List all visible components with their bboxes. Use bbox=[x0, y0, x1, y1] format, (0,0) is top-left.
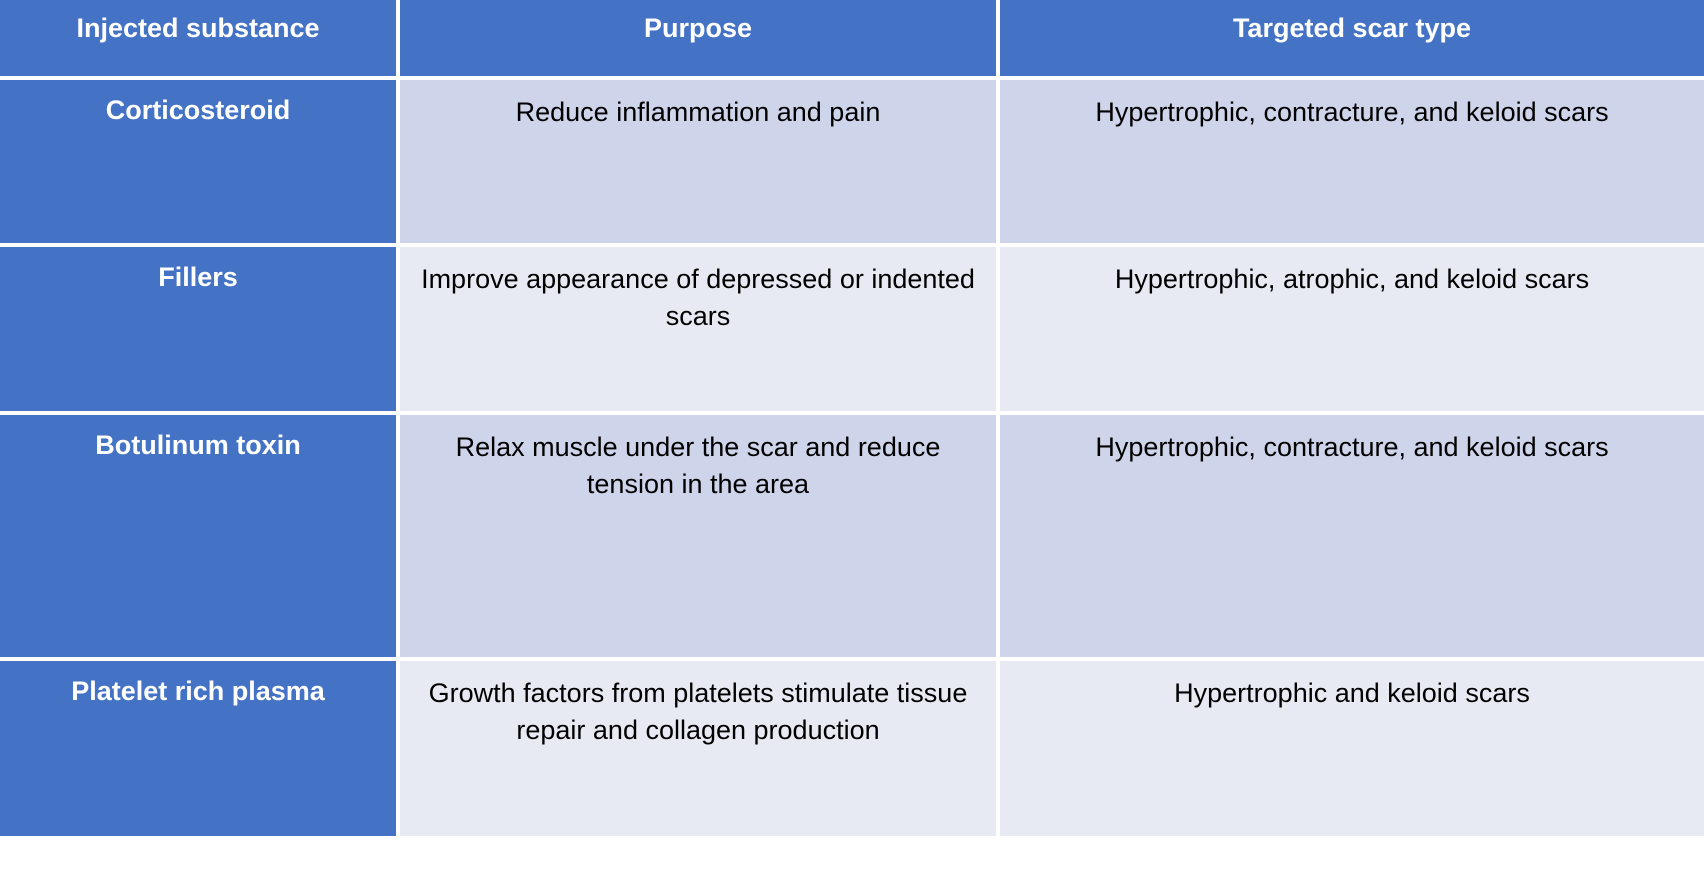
row-gridline-2 bbox=[0, 411, 1704, 415]
cell-purpose-corticosteroid: Reduce inflammation and pain bbox=[400, 80, 996, 243]
header-gridline-1 bbox=[396, 0, 400, 76]
column-header-injected-substance: Injected substance bbox=[0, 0, 396, 76]
row-label-botulinum-toxin: Botulinum toxin bbox=[0, 415, 396, 657]
gridline-segment bbox=[1000, 76, 1704, 80]
cell-gridline bbox=[996, 80, 1000, 243]
table-row: Fillers Improve appearance of depressed … bbox=[0, 247, 1704, 411]
cell-gridline bbox=[396, 247, 400, 411]
column-header-purpose: Purpose bbox=[400, 0, 996, 76]
gridline-segment bbox=[396, 657, 400, 661]
row-label-corticosteroid: Corticosteroid bbox=[0, 80, 396, 243]
cell-scar-type-fillers: Hypertrophic, atrophic, and keloid scars bbox=[1000, 247, 1704, 411]
gridline-segment bbox=[396, 76, 400, 80]
gridline-segment bbox=[996, 411, 1000, 415]
row-label-fillers: Fillers bbox=[0, 247, 396, 411]
table-body: Corticosteroid Reduce inflammation and p… bbox=[0, 76, 1704, 836]
gridline-segment bbox=[400, 411, 996, 415]
cell-gridline bbox=[396, 415, 400, 657]
gridline-segment bbox=[400, 243, 996, 247]
cell-scar-type-corticosteroid: Hypertrophic, contracture, and keloid sc… bbox=[1000, 80, 1704, 243]
column-header-targeted-scar-type: Targeted scar type bbox=[1000, 0, 1704, 76]
row-gridline-header bbox=[0, 76, 1704, 80]
cell-gridline bbox=[396, 80, 400, 243]
gridline-segment bbox=[996, 76, 1000, 80]
table-header-row: Injected substance Purpose Targeted scar… bbox=[0, 0, 1704, 76]
gridline-segment bbox=[0, 657, 396, 661]
row-gridline-1 bbox=[0, 243, 1704, 247]
gridline-segment bbox=[1000, 243, 1704, 247]
table-row: Platelet rich plasma Growth factors from… bbox=[0, 661, 1704, 836]
header-gridline-2 bbox=[996, 0, 1000, 76]
table-row: Botulinum toxin Relax muscle under the s… bbox=[0, 415, 1704, 657]
table-header: Injected substance Purpose Targeted scar… bbox=[0, 0, 1704, 76]
gridline-segment bbox=[1000, 411, 1704, 415]
cell-scar-type-botulinum-toxin: Hypertrophic, contracture, and keloid sc… bbox=[1000, 415, 1704, 657]
gridline-segment bbox=[996, 243, 1000, 247]
gridline-segment bbox=[0, 76, 396, 80]
cell-purpose-botulinum-toxin: Relax muscle under the scar and reduce t… bbox=[400, 415, 996, 657]
row-gridline-3 bbox=[0, 657, 1704, 661]
cell-gridline bbox=[996, 661, 1000, 836]
cell-purpose-platelet-rich-plasma: Growth factors from platelets stimulate … bbox=[400, 661, 996, 836]
gridline-segment bbox=[400, 76, 996, 80]
cell-gridline bbox=[396, 661, 400, 836]
cell-gridline bbox=[996, 247, 1000, 411]
cell-gridline bbox=[996, 415, 1000, 657]
gridline-segment bbox=[996, 657, 1000, 661]
gridline-segment bbox=[0, 411, 396, 415]
injected-substance-table: Injected substance Purpose Targeted scar… bbox=[0, 0, 1704, 836]
gridline-segment bbox=[396, 243, 400, 247]
gridline-segment bbox=[0, 243, 396, 247]
table-row: Corticosteroid Reduce inflammation and p… bbox=[0, 80, 1704, 243]
gridline-segment bbox=[396, 411, 400, 415]
gridline-segment bbox=[1000, 657, 1704, 661]
cell-purpose-fillers: Improve appearance of depressed or inden… bbox=[400, 247, 996, 411]
cell-scar-type-platelet-rich-plasma: Hypertrophic and keloid scars bbox=[1000, 661, 1704, 836]
row-label-platelet-rich-plasma: Platelet rich plasma bbox=[0, 661, 396, 836]
gridline-segment bbox=[400, 657, 996, 661]
